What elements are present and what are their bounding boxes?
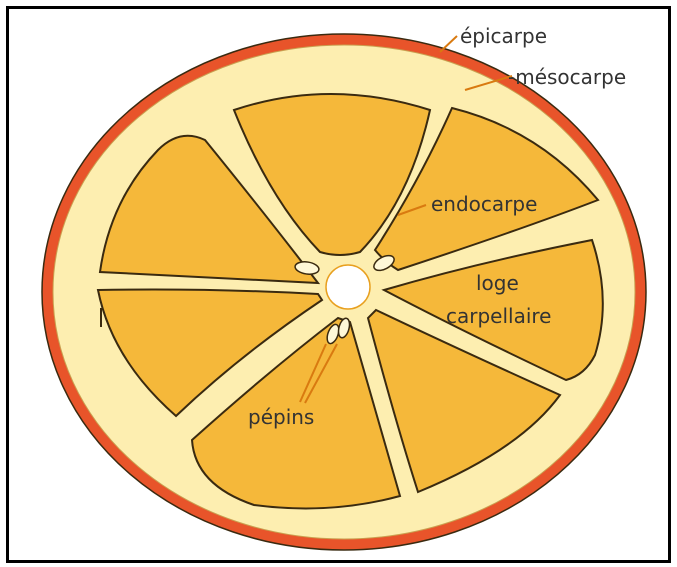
label-pepins: pépins	[248, 405, 314, 429]
label-epicarpe: épicarpe	[460, 24, 547, 48]
central-axis	[326, 265, 370, 309]
label-endocarpe: endocarpe	[431, 192, 537, 216]
label-loge: loge	[476, 271, 519, 295]
label-carpellaire: carpellaire	[446, 304, 552, 328]
label-mesocarpe: -mésocarpe	[508, 65, 626, 89]
